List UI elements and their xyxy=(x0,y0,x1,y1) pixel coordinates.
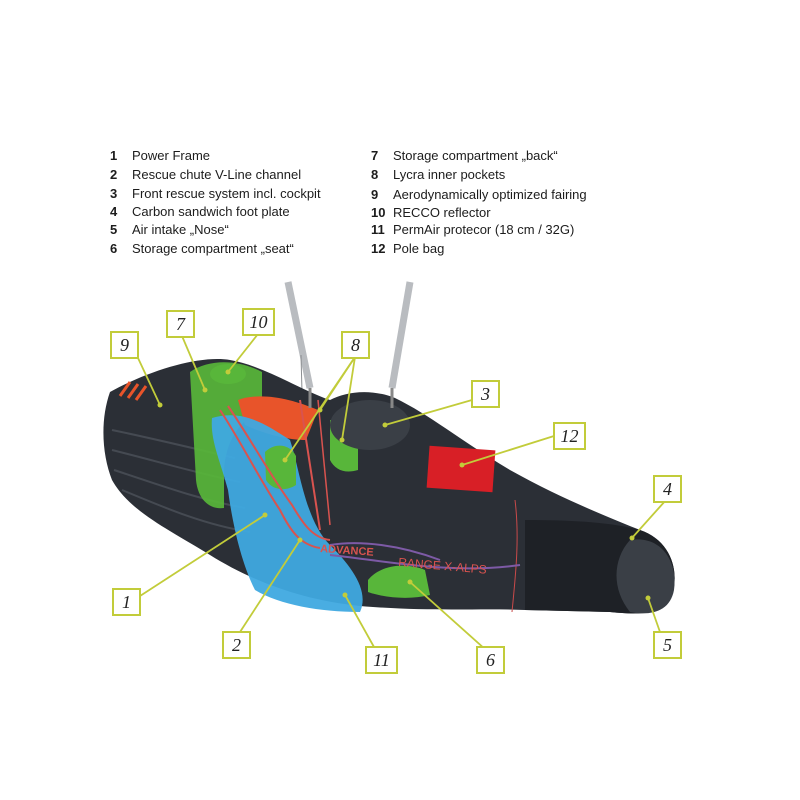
legend-item: 4 Carbon sandwich foot plate xyxy=(110,204,290,220)
callout-4: 4 xyxy=(653,475,682,503)
callout-label: 5 xyxy=(663,635,672,655)
legend-number: 10 xyxy=(371,205,386,220)
legend-item: 8 Lycra inner pockets xyxy=(371,167,505,183)
callout-label: 3 xyxy=(480,384,490,404)
callout-label: 6 xyxy=(486,650,495,670)
legend-text: Front rescue system incl. cockpit xyxy=(132,186,321,201)
legend-number: 11 xyxy=(371,222,385,237)
legend-number: 3 xyxy=(110,186,118,201)
callout-1: 1 xyxy=(112,588,141,616)
legend-item: 11 PermAir protecor (18 cm / 32G) xyxy=(371,222,574,238)
legend-text: Air intake „Nose“ xyxy=(132,222,229,237)
legend-item: 7 Storage compartment „back“ xyxy=(371,148,558,164)
callout-5: 5 xyxy=(653,631,682,659)
legend-number: 12 xyxy=(371,241,386,256)
harness-brand-text: ADVANCE xyxy=(320,543,374,559)
legend-number: 6 xyxy=(110,241,118,256)
callout-6: 6 xyxy=(476,646,505,674)
legend-number: 9 xyxy=(371,187,379,202)
callout-label: 9 xyxy=(120,335,129,355)
callout-label: 1 xyxy=(122,592,131,612)
callout-11: 11 xyxy=(365,646,398,674)
leader-lines xyxy=(137,333,667,651)
legend-text: Aerodynamically optimized fairing xyxy=(393,187,587,202)
callout-label: 10 xyxy=(250,312,268,332)
callout-label: 4 xyxy=(663,479,672,499)
legend-number: 1 xyxy=(110,148,118,163)
callout-label: 7 xyxy=(176,314,186,334)
legend-number: 5 xyxy=(110,222,118,237)
legend-item: 3 Front rescue system incl. cockpit xyxy=(110,186,321,202)
legend-text: Power Frame xyxy=(132,148,211,163)
legend-text: Storage compartment „back“ xyxy=(393,148,558,163)
callout-10: 10 xyxy=(242,308,275,336)
legend-item: 6 Storage compartment „seat“ xyxy=(110,241,294,257)
callout-3: 3 xyxy=(471,380,500,408)
legend-item: 5 Air intake „Nose“ xyxy=(110,222,229,238)
legend-text: Carbon sandwich foot plate xyxy=(132,204,290,219)
legend-text: RECCO reflector xyxy=(393,205,491,220)
callout-label: 2 xyxy=(232,635,241,655)
callout-2: 2 xyxy=(222,631,251,659)
frame-lines xyxy=(219,388,521,570)
callout-12: 12 xyxy=(553,422,586,450)
legend-item: 10 RECCO reflector xyxy=(371,205,491,221)
legend-number: 7 xyxy=(371,148,379,163)
legend-text: Lycra inner pockets xyxy=(393,167,506,182)
legend-number: 2 xyxy=(110,167,118,182)
legend-item: 9 Aerodynamically optimized fairing xyxy=(371,187,587,203)
legend-text: Storage compartment „seat“ xyxy=(132,241,294,256)
legend-number: 8 xyxy=(371,167,379,182)
callout-label: 8 xyxy=(351,335,360,355)
legend-item: 2 Rescue chute V-Line channel xyxy=(110,167,301,183)
suspension-lines xyxy=(284,281,414,393)
callout-label: 11 xyxy=(373,650,390,670)
legend: 1 Power Frame 2 Rescue chute V-Line channe… xyxy=(0,0,800,270)
legend-text: Rescue chute V-Line channel xyxy=(132,167,302,182)
legend-text: Pole bag xyxy=(393,241,445,256)
legend-text: PermAir protecor (18 cm / 32G) xyxy=(393,222,575,237)
legend-item: 12 Pole bag xyxy=(371,241,444,257)
callout-label: 12 xyxy=(561,426,579,446)
internal-zones xyxy=(190,362,496,612)
legend-item: 1 Power Frame xyxy=(110,148,210,164)
callout-7: 7 xyxy=(166,310,195,338)
callout-9: 9 xyxy=(110,331,139,359)
callout-8: 8 xyxy=(341,331,370,359)
legend-number: 4 xyxy=(110,204,118,219)
